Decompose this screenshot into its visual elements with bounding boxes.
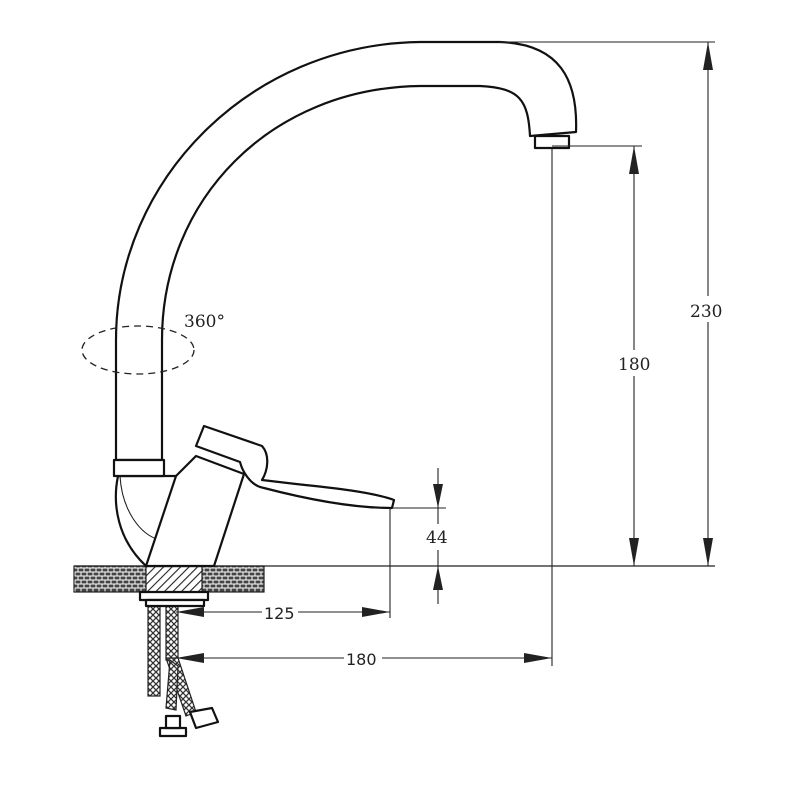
rotation-indicator: 360°: [81, 312, 225, 375]
countertop: [73, 565, 715, 593]
dimension-spout-reach: 180: [176, 648, 552, 670]
mounting-nut: [138, 590, 210, 608]
dimension-handle-reach: 125: [176, 508, 391, 624]
dimension-handle-height: 44: [392, 468, 452, 604]
dimension-label-44: 44: [426, 528, 448, 548]
supply-hoses: [147, 599, 220, 738]
dimension-label-125: 125: [264, 604, 295, 623]
dimension-total-height: 230: [500, 41, 728, 566]
dimension-label-spout-reach: 180: [346, 650, 377, 669]
rotation-label: 360°: [184, 312, 225, 332]
dimension-label-230: 230: [690, 302, 722, 322]
faucet-body: [114, 454, 246, 568]
swivel-spout: [112, 40, 578, 478]
lever-handle: [194, 424, 396, 510]
dimension-label-spout-height: 180: [618, 355, 650, 375]
dimension-spout-height: 180: [552, 145, 654, 566]
